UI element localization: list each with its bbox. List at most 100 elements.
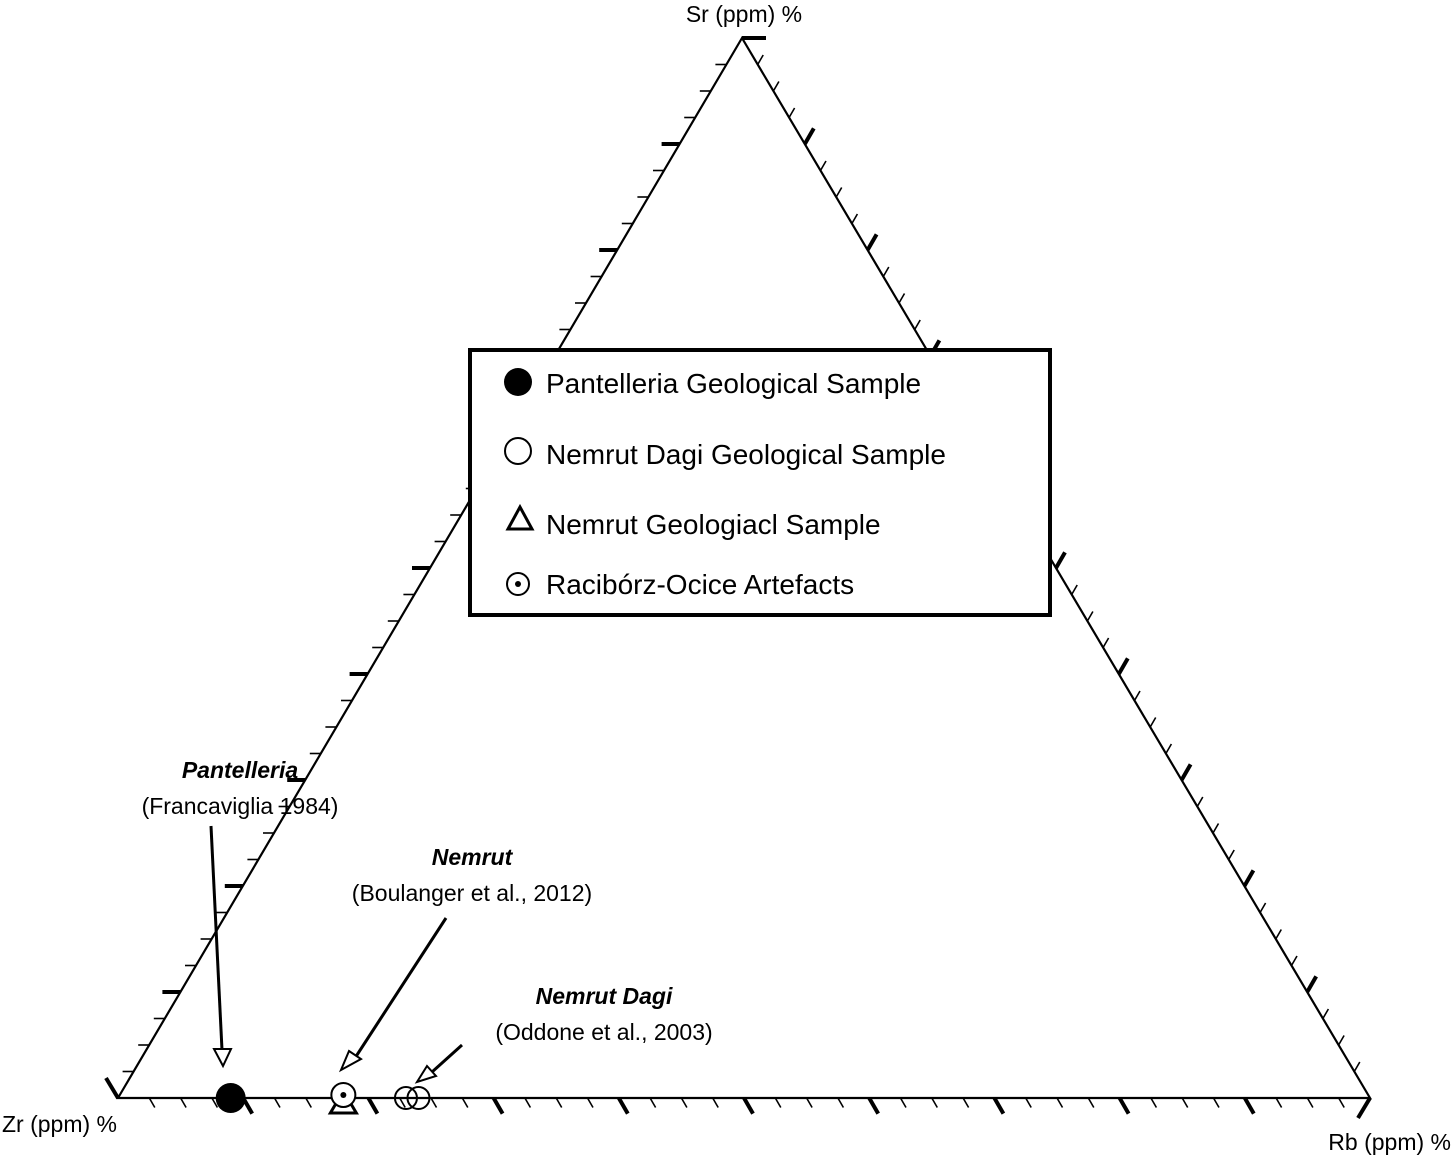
- annotation-nemrut: Nemrut (Boulanger et al., 2012): [338, 844, 592, 1073]
- tick-right-edge: [1165, 743, 1173, 754]
- tick-bottom-edge: [305, 1097, 312, 1108]
- annotation-arrow: [430, 1043, 464, 1074]
- point-open-circle: [393, 1086, 418, 1110]
- tick-right-edge: [1242, 869, 1256, 888]
- filled-circle-marker: [504, 368, 532, 396]
- tick-bottom-edge: [867, 1096, 880, 1115]
- tick-right-edge: [1305, 975, 1318, 994]
- annotation-source: (Boulanger et al., 2012): [352, 880, 592, 906]
- tick-bottom-edge: [1117, 1096, 1131, 1115]
- tick-bottom-edge: [1025, 1097, 1032, 1108]
- ternary-triangle: [116, 35, 1372, 1100]
- tick-right-edge: [898, 293, 906, 304]
- tick-bottom-edge: [273, 1097, 281, 1108]
- point-filled-circle: [215, 1083, 246, 1113]
- tick-right-edge: [1071, 584, 1078, 595]
- tick-bottom-edge: [1243, 1096, 1256, 1115]
- tick-bottom-edge: [555, 1097, 563, 1108]
- data-points: [215, 1082, 431, 1115]
- annotation-source: (Francaviglia 1984): [142, 793, 339, 819]
- tick-right-edge: [1086, 611, 1094, 622]
- tick-right-edge: [757, 54, 764, 65]
- tick-vertex-left: [104, 1076, 120, 1100]
- tick-right-edge: [882, 266, 890, 277]
- legend-box: [468, 348, 1052, 617]
- tick-bottom-edge: [366, 1096, 380, 1115]
- triangle-marker: [505, 503, 535, 531]
- tick-right-edge: [1337, 1035, 1345, 1046]
- tick-right-edge: [1102, 637, 1110, 648]
- vertex-label-sr: Sr (ppm) %: [686, 1, 802, 27]
- tick-bottom-edge: [1212, 1097, 1220, 1108]
- annotation-title: Nemrut: [432, 844, 514, 870]
- legend: Pantelleria Geological Sample Nemrut Dag…: [468, 348, 1052, 617]
- tick-bottom-edge: [962, 1097, 970, 1108]
- annotation-arrow: [353, 917, 448, 1059]
- tick-bottom-edge: [1087, 1097, 1095, 1108]
- tick-bottom-edge: [491, 1096, 505, 1115]
- tick-right-edge: [1228, 849, 1235, 860]
- arrow-head: [338, 1049, 363, 1073]
- tick-right-edge: [1149, 717, 1157, 728]
- arrow-head: [414, 1064, 438, 1084]
- tick-bottom-edge: [712, 1097, 719, 1108]
- tick-bottom-edge: [1181, 1097, 1189, 1108]
- annotation-title: Nemrut Dagi: [536, 983, 673, 1009]
- legend-label: Pantelleria Geological Sample: [546, 368, 921, 399]
- dotted-circle-center: [515, 581, 521, 587]
- legend-item-pantelleria: Pantelleria Geological Sample: [504, 368, 921, 399]
- tick-bottom-edge: [430, 1097, 438, 1108]
- tick-right-edge: [1133, 690, 1141, 701]
- tick-bottom-edge: [774, 1097, 782, 1108]
- tick-bottom-edge: [1306, 1097, 1314, 1108]
- point-open-circle: [406, 1086, 431, 1110]
- tick-bottom-edge: [1338, 1097, 1345, 1108]
- tick-right-edge: [1353, 1061, 1361, 1072]
- annotation-arrow: [209, 825, 224, 1051]
- tick-bottom-edge: [399, 1097, 406, 1108]
- tick-bottom-edge: [1275, 1097, 1283, 1108]
- tick-right-edge: [914, 319, 921, 330]
- arrow-head: [212, 1048, 233, 1069]
- tick-bottom-edge: [805, 1097, 813, 1108]
- tick-right-edge: [1275, 929, 1282, 940]
- legend-item-nemrut: Nemrut Geologiacl Sample: [505, 503, 881, 540]
- tick-right-edge: [1290, 955, 1298, 966]
- tick-bottom-edge: [461, 1097, 469, 1108]
- tick-right-edge: [788, 107, 796, 118]
- tick-bottom-edge: [899, 1097, 907, 1108]
- tick-bottom-edge: [211, 1097, 219, 1108]
- legend-item-nemrut-dagi: Nemrut Dagi Geological Sample: [504, 437, 946, 470]
- vertex-label-zr: Zr (ppm) %: [2, 1111, 117, 1137]
- tick-right-edge: [1117, 657, 1130, 676]
- tick-right-edge: [1196, 796, 1204, 807]
- tick-right-edge: [1322, 1008, 1330, 1019]
- tick-right-edge: [865, 233, 879, 252]
- annotation-nemrut-dagi: Nemrut Dagi (Oddone et al., 2003): [414, 983, 713, 1084]
- tick-right-edge: [1054, 551, 1067, 570]
- legend-label: Nemrut Dagi Geological Sample: [546, 439, 946, 470]
- tick-right-edge: [803, 127, 816, 146]
- tick-bottom-edge: [649, 1097, 657, 1108]
- tick-bottom-edge: [680, 1097, 688, 1108]
- tick-bottom-edge: [742, 1096, 755, 1115]
- tick-bottom-edge: [1056, 1097, 1064, 1108]
- tick-bottom-edge: [992, 1096, 1006, 1115]
- tick-right-edge: [835, 187, 843, 198]
- tick-bottom-edge: [931, 1097, 938, 1108]
- tick-right-edge: [1179, 763, 1193, 782]
- tick-right-edge: [1259, 902, 1267, 913]
- tick-right-edge: [819, 160, 827, 171]
- tick-right-edge: [851, 213, 859, 224]
- tick-right-edge: [772, 81, 780, 92]
- legend-item-artefacts: Racibórz-Ocice Artefacts: [506, 569, 854, 600]
- tick-bottom-edge: [524, 1097, 532, 1108]
- tick-bottom-edge: [837, 1097, 845, 1108]
- vertex-label-rb: Rb (ppm) %: [1328, 1129, 1451, 1155]
- annotation-source: (Oddone et al., 2003): [495, 1019, 712, 1045]
- open-circle-marker: [504, 437, 532, 465]
- tick-bottom-edge: [179, 1097, 187, 1108]
- tick-vertex-right: [1356, 1096, 1372, 1120]
- legend-label: Racibórz-Ocice Artefacts: [546, 569, 854, 600]
- legend-label: Nemrut Geologiacl Sample: [546, 509, 881, 540]
